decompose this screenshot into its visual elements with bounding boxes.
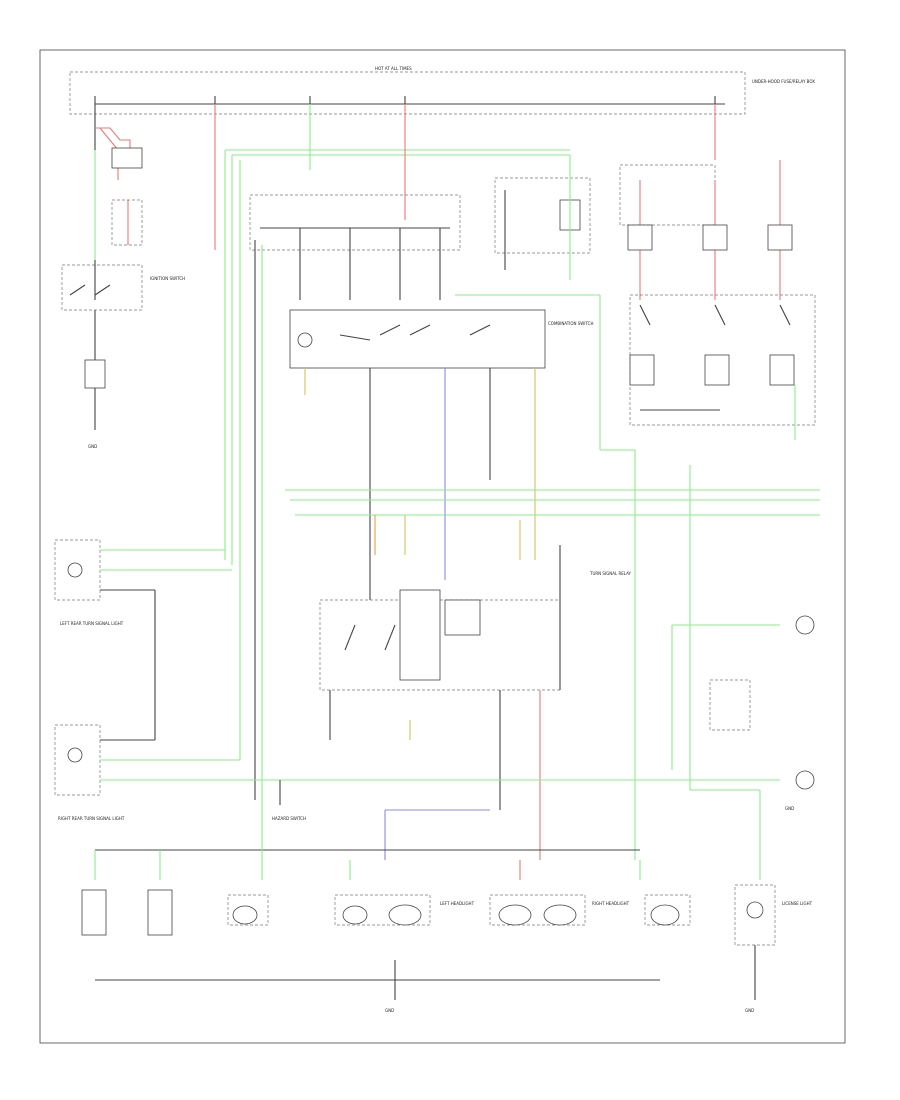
right-top-relays xyxy=(619,104,816,440)
left-rear-turn-light: LEFT REAR TURN SIGNAL LIGHT xyxy=(54,539,232,740)
connector-bus xyxy=(285,465,820,880)
ignition-switch-label: IGNITION SWITCH xyxy=(150,276,185,281)
turn-signal-relay: TURN SIGNAL RELAY xyxy=(319,515,632,860)
ground-lower-right-label: GND xyxy=(785,806,794,811)
diagram-border xyxy=(39,49,846,1044)
license-light-label: LICENSE LIGHT xyxy=(782,901,813,906)
fuse-box: HOT AT ALL TIMES UNDER-HOOD FUSE/RELAY B… xyxy=(69,66,815,115)
turn-relay-label: TURN SIGNAL RELAY xyxy=(589,571,632,576)
right-headlight-label: RIGHT HEADLIGHT xyxy=(592,901,630,906)
green-bus-left xyxy=(224,149,570,760)
upper-left-fuse-block xyxy=(94,104,216,260)
fuse-box-title: HOT AT ALL TIMES xyxy=(375,66,412,71)
combination-switch: COMBINATION SWITCH xyxy=(289,309,593,600)
ground-bottom-label: GND xyxy=(385,1008,394,1013)
power-relay-group xyxy=(455,155,636,860)
center-switch-block xyxy=(249,104,461,805)
fuse-box-label: UNDER-HOOD FUSE/RELAY BOX xyxy=(752,79,815,84)
ground-left-label: GND xyxy=(88,444,97,449)
right-rear-turn-light: RIGHT REAR TURN SIGNAL LIGHT xyxy=(54,724,780,821)
right-rear-label: RIGHT REAR TURN SIGNAL LIGHT xyxy=(58,816,125,821)
right-side-lights: GND xyxy=(671,615,815,811)
left-headlight-label: LEFT HEADLIGHT xyxy=(440,901,475,906)
left-rear-label: LEFT REAR TURN SIGNAL LIGHT xyxy=(60,621,124,626)
hazard-switch-label: HAZARD SWITCH xyxy=(272,816,306,821)
hazard-switch: HAZARD SWITCH xyxy=(272,780,306,821)
ground-right-label: GND xyxy=(745,1008,754,1013)
combination-switch-label: COMBINATION SWITCH xyxy=(548,321,593,326)
bottom-lamps: LEFT HEADLIGHT RIGHT HEADLIGHT LICENSE L… xyxy=(81,884,813,1013)
ignition-switch: IGNITION SWITCH GND xyxy=(61,260,185,449)
bottom-ground-bus: GND xyxy=(94,805,660,1013)
